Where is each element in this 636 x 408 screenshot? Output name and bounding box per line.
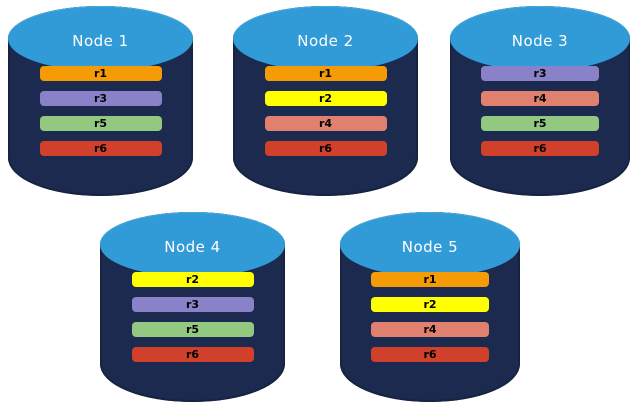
replica-bar: r6 bbox=[39, 141, 162, 156]
node-cylinder-top bbox=[450, 6, 630, 71]
replica-bar: r2 bbox=[131, 272, 254, 287]
node-cylinder: Node 5 r1 r2 r4 r6 bbox=[340, 212, 520, 402]
replica-bar: r4 bbox=[264, 116, 387, 131]
node-cylinder-top bbox=[340, 212, 520, 277]
node-cylinder-top bbox=[8, 6, 193, 71]
replica-bar: r6 bbox=[264, 141, 387, 156]
replica-bar: r3 bbox=[39, 91, 162, 106]
replica-bar: r1 bbox=[371, 272, 489, 287]
node-cylinder-top bbox=[100, 212, 285, 277]
replica-bar: r5 bbox=[39, 116, 162, 131]
replica-bar: r6 bbox=[371, 347, 489, 362]
replica-bar-list: r1 r3 r5 r6 bbox=[8, 66, 193, 156]
node-cylinder: Node 3 r3 r4 r5 r6 bbox=[450, 6, 630, 196]
replica-bar: r4 bbox=[371, 322, 489, 337]
replica-bar: r2 bbox=[264, 91, 387, 106]
node-label: Node 5 bbox=[401, 237, 459, 256]
replica-bar: r4 bbox=[481, 91, 599, 106]
replica-bar-list: r2 r3 r5 r6 bbox=[100, 272, 285, 362]
replica-bar: r6 bbox=[481, 141, 599, 156]
replica-bar: r3 bbox=[481, 66, 599, 81]
node-label: Node 2 bbox=[297, 31, 354, 50]
node-cylinder: Node 4 r2 r3 r5 r6 bbox=[100, 212, 285, 402]
replica-bar-list: r3 r4 r5 r6 bbox=[450, 66, 630, 156]
node-cylinder: Node 2 r1 r2 r4 r6 bbox=[233, 6, 418, 196]
node-label: Node 1 bbox=[72, 31, 129, 50]
replica-bar: r2 bbox=[371, 297, 489, 312]
replica-bar: r1 bbox=[264, 66, 387, 81]
node-label: Node 3 bbox=[511, 31, 569, 50]
replica-bar: r3 bbox=[131, 297, 254, 312]
node-cylinder: Node 1 r1 r3 r5 r6 bbox=[8, 6, 193, 196]
replica-bar: r5 bbox=[131, 322, 254, 337]
replica-bar: r6 bbox=[131, 347, 254, 362]
replica-bar: r1 bbox=[39, 66, 162, 81]
replica-bar-list: r1 r2 r4 r6 bbox=[340, 272, 520, 362]
node-label: Node 4 bbox=[164, 237, 221, 256]
replica-bar: r5 bbox=[481, 116, 599, 131]
replica-bar-list: r1 r2 r4 r6 bbox=[233, 66, 418, 156]
node-cylinder-top bbox=[233, 6, 418, 71]
